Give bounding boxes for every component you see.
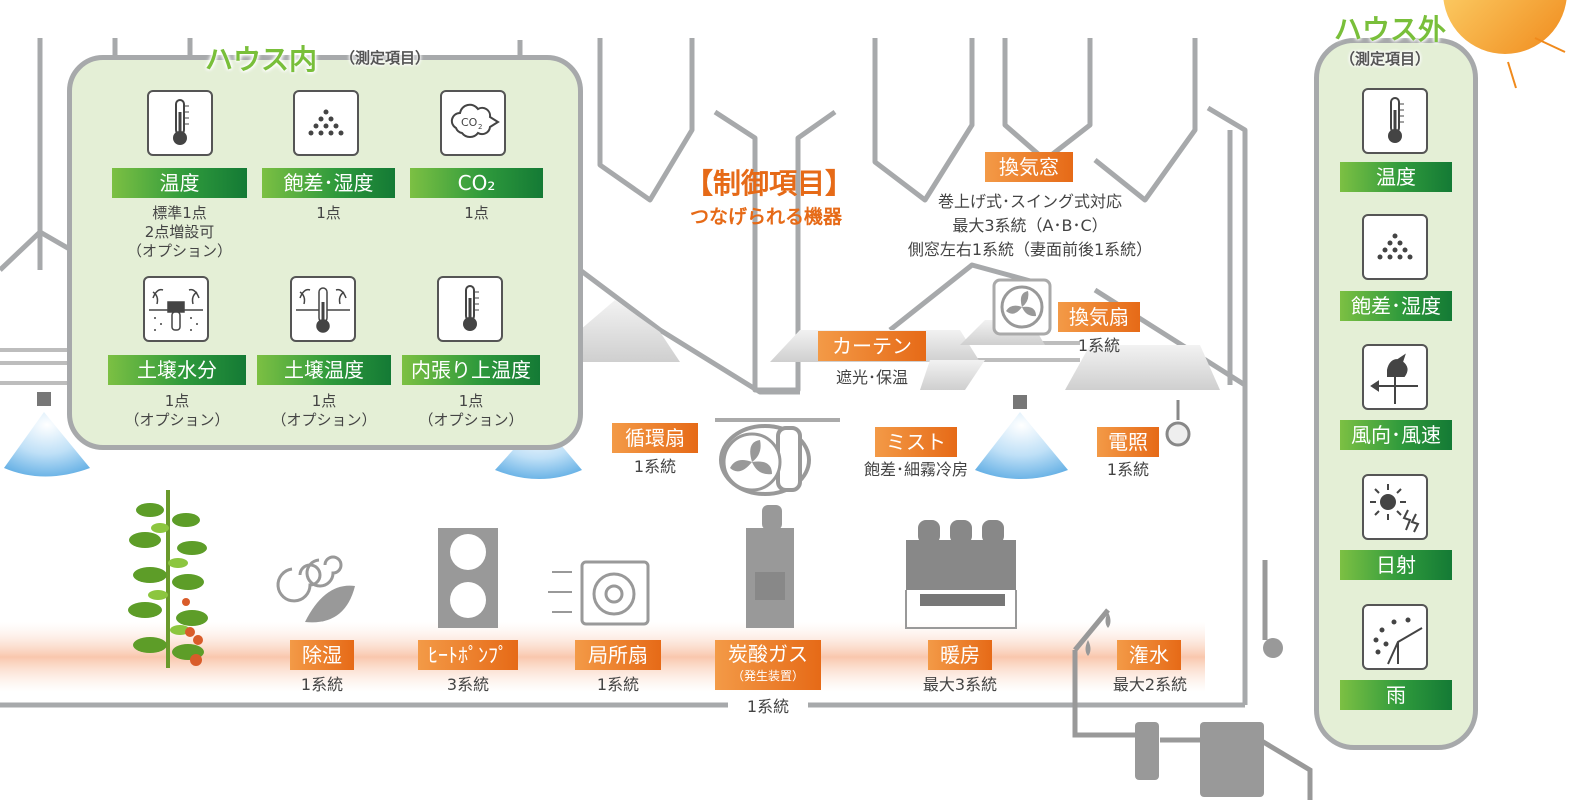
sensor-label-temperature: 温度 bbox=[112, 168, 247, 198]
control-title: 【制御項目】 bbox=[685, 167, 854, 200]
humidity-dots-icon bbox=[1362, 214, 1428, 280]
note-line: 2点増設可 bbox=[144, 223, 215, 241]
sensor-note-soil-temperature: 1点 （オプション） bbox=[257, 392, 391, 430]
note-line: （オプション） bbox=[418, 411, 524, 429]
device-note-circulation-fan: 1系統 bbox=[633, 457, 677, 476]
device-label-lighting: 電照 bbox=[1097, 427, 1159, 457]
thermometer-icon bbox=[437, 276, 503, 342]
device-note-co2-generator: 1系統 bbox=[728, 697, 808, 716]
note-line: 最大3系統（A･B･C） bbox=[952, 216, 1108, 235]
sensor-note-humidity: 1点 bbox=[316, 204, 341, 222]
ventilation-fan-icon bbox=[992, 278, 1052, 336]
sensor-note-temperature: 標準1点 2点増設可 （オプション） bbox=[112, 204, 247, 261]
co2-generator-icon bbox=[746, 505, 794, 628]
note-line: 標準1点 bbox=[152, 204, 207, 222]
device-note-ventilation-fan: 1系統 bbox=[1077, 336, 1121, 355]
outside-label-rain: 雨 bbox=[1340, 680, 1452, 710]
thermometer-icon bbox=[1362, 88, 1428, 154]
heater-icon bbox=[905, 520, 1017, 629]
device-label-heater: 暖房 bbox=[928, 640, 992, 670]
thermometer-icon bbox=[147, 90, 213, 156]
device-label-circulation-fan: 循環扇 bbox=[612, 423, 698, 453]
local-fan-icon bbox=[548, 560, 650, 626]
sensor-note-inner-curtain-temperature: 1点 （オプション） bbox=[402, 392, 540, 430]
device-label-mist: ミスト bbox=[875, 427, 957, 457]
weathervane-icon bbox=[1362, 344, 1428, 410]
heat-pump-icon bbox=[438, 528, 498, 628]
outside-label-temperature: 温度 bbox=[1340, 162, 1452, 192]
device-label-irrigation: 潅水 bbox=[1117, 640, 1181, 670]
device-label-curtain: カーテン bbox=[818, 331, 926, 361]
device-label-heat-pump: ﾋｰﾄﾎﾟﾝﾌﾟ bbox=[418, 640, 518, 670]
outside-label-wind: 風向･風速 bbox=[1340, 420, 1452, 450]
lamp-icon bbox=[1165, 400, 1191, 447]
dehumidifier-icon bbox=[276, 555, 355, 623]
device-note-heat-pump: 3系統 bbox=[446, 675, 490, 694]
sun-icon bbox=[1443, 0, 1567, 89]
note-line: （オプション） bbox=[124, 411, 230, 429]
sensor-label-soil-temperature: 土壌温度 bbox=[257, 355, 391, 385]
mist-nozzle-left bbox=[4, 392, 90, 477]
device-note-curtain: 遮光･保温 bbox=[835, 368, 908, 387]
outside-label-solar: 日射 bbox=[1340, 550, 1452, 580]
soil-thermometer-icon bbox=[290, 276, 356, 342]
note-line: 巻上げ式･スイング式対応 bbox=[937, 192, 1122, 211]
note-line: 1点 bbox=[458, 392, 484, 410]
device-label-co2-generator: 炭酸ガス bbox=[715, 640, 821, 690]
outside-panel-subtitle: （測定項目） bbox=[1340, 50, 1431, 68]
inside-panel-title: ハウス内 bbox=[205, 43, 318, 76]
device-note-local-fan: 1系統 bbox=[596, 675, 640, 694]
sensor-label-co2: CO₂ bbox=[410, 168, 543, 198]
inside-panel-subtitle: （測定項目） bbox=[340, 49, 431, 67]
outside-label-humidity: 飽差･湿度 bbox=[1340, 291, 1452, 321]
rain-sensor-icon bbox=[1362, 604, 1428, 670]
device-label-vent-window: 換気窓 bbox=[985, 152, 1073, 182]
sensor-label-humidity: 飽差･湿度 bbox=[262, 168, 395, 198]
device-label-local-fan: 局所扇 bbox=[575, 640, 661, 670]
device-note-irrigation: 最大2系統 bbox=[1112, 675, 1188, 694]
device-note-lighting: 1系統 bbox=[1106, 460, 1150, 479]
sensor-note-soil-moisture: 1点 （オプション） bbox=[108, 392, 246, 430]
circulation-fan-icon bbox=[715, 418, 840, 496]
control-subtitle: つなげられる機器 bbox=[690, 206, 843, 228]
device-label-dehumidifier: 除湿 bbox=[290, 640, 354, 670]
note-line: 1点 bbox=[311, 392, 337, 410]
sensor-label-soil-moisture: 土壌水分 bbox=[108, 355, 246, 385]
sensor-note-co2: 1点 bbox=[464, 204, 489, 222]
device-label-ventilation-fan: 換気扇 bbox=[1058, 302, 1140, 332]
sun-radiation-icon bbox=[1362, 474, 1428, 540]
svg-text:CO: CO bbox=[461, 116, 478, 129]
note-line: （オプション） bbox=[126, 242, 232, 260]
device-sublabel-co2-generator: （発生装置） bbox=[731, 669, 804, 683]
note-line: （オプション） bbox=[271, 411, 377, 429]
note-line: 1点 bbox=[164, 392, 190, 410]
tomato-plant-icon bbox=[128, 490, 208, 668]
irrigation-pipe bbox=[1072, 560, 1313, 800]
soil-moisture-icon bbox=[143, 276, 209, 342]
outside-panel-title: ハウス外 bbox=[1334, 13, 1447, 46]
note-line: 側窓左右1系統（妻面前後1系統） bbox=[907, 240, 1153, 259]
device-note-vent-window: 巻上げ式･スイング式対応 最大3系統（A･B･C） 側窓左右1系統（妻面前後1系… bbox=[880, 190, 1180, 262]
device-note-mist: 飽差･細霧冷房 bbox=[863, 460, 968, 479]
humidity-dots-icon bbox=[293, 90, 359, 156]
svg-text:2: 2 bbox=[478, 123, 482, 131]
sensor-label-inner-curtain-temperature: 内張り上温度 bbox=[402, 355, 540, 385]
mist-nozzle-right bbox=[975, 395, 1068, 479]
device-note-dehumidifier: 1系統 bbox=[300, 675, 344, 694]
device-note-heater: 最大3系統 bbox=[922, 675, 998, 694]
